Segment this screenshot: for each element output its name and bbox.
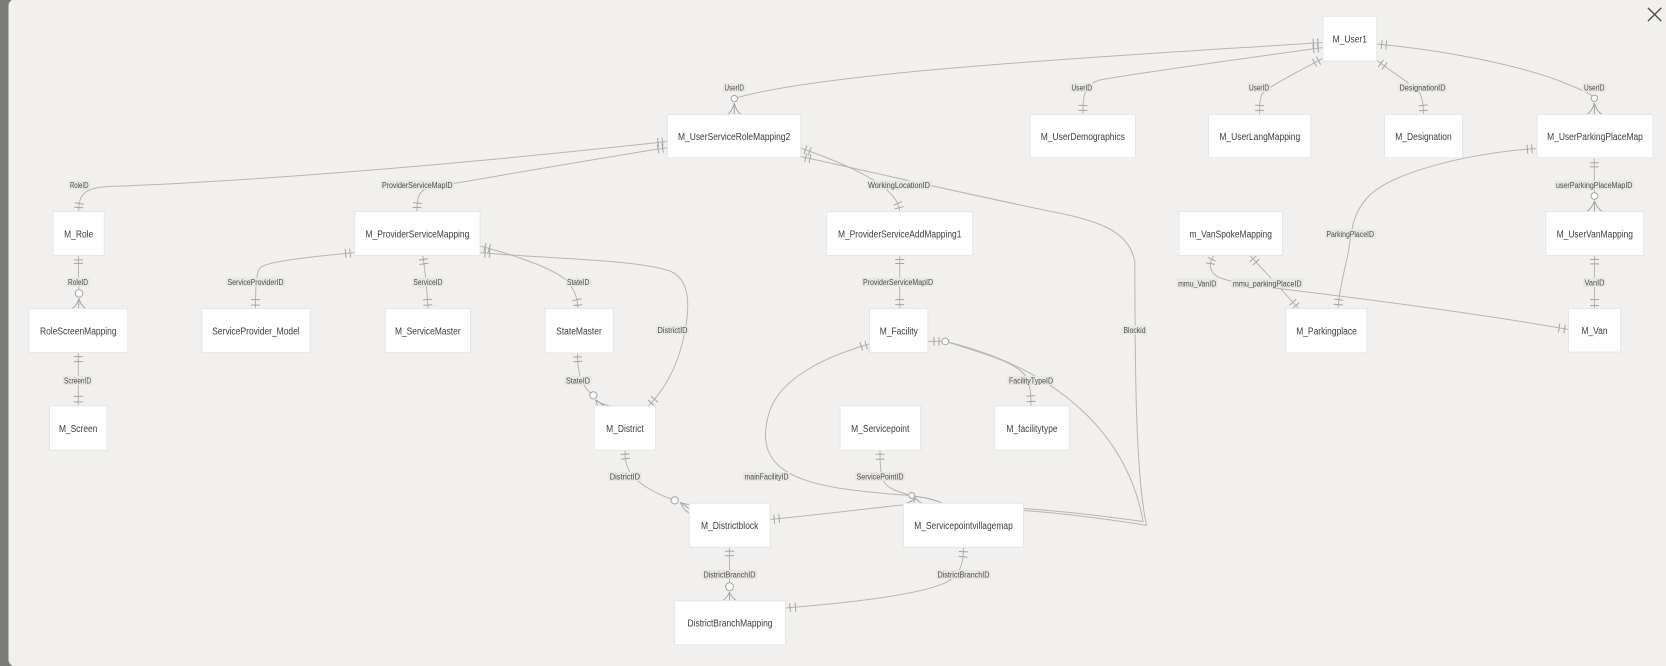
svg-text:ParkingPlaceID: ParkingPlaceID [1326, 230, 1374, 239]
svg-text:mmu_parkingPlaceID: mmu_parkingPlaceID [1233, 279, 1302, 288]
svg-text:DistrictBranchID: DistrictBranchID [704, 570, 756, 579]
svg-text:UserID: UserID [1249, 83, 1269, 92]
svg-text:M_Servicepoint: M_Servicepoint [851, 424, 909, 435]
svg-text:DistrictBranchMapping: DistrictBranchMapping [688, 619, 773, 630]
svg-text:UserID: UserID [1584, 83, 1605, 92]
svg-text:ProviderServiceMapID: ProviderServiceMapID [863, 278, 933, 287]
svg-text:M_Designation: M_Designation [1395, 132, 1451, 143]
svg-text:M_ServiceMaster: M_ServiceMaster [395, 327, 461, 338]
svg-text:DesignationID: DesignationID [1400, 83, 1446, 92]
svg-text:RoleScreenMapping: RoleScreenMapping [40, 327, 117, 338]
svg-text:M_Role: M_Role [64, 229, 93, 240]
svg-text:ServiceProvider_Model: ServiceProvider_Model [212, 327, 299, 338]
svg-text:M_Districtblock: M_Districtblock [701, 521, 759, 532]
svg-text:M_UserLangMapping: M_UserLangMapping [1219, 132, 1300, 143]
svg-text:M_UserServiceRoleMapping2: M_UserServiceRoleMapping2 [678, 132, 791, 143]
svg-text:M_UserParkingPlaceMap: M_UserParkingPlaceMap [1547, 132, 1643, 143]
svg-text:StateID: StateID [567, 278, 590, 287]
svg-text:M_Screen: M_Screen [59, 424, 98, 435]
svg-text:UserID: UserID [1072, 83, 1093, 92]
svg-text:ServicePointID: ServicePointID [857, 472, 904, 481]
svg-text:M_District: M_District [606, 424, 644, 435]
svg-text:m_VanSpokeMapping: m_VanSpokeMapping [1189, 229, 1272, 240]
svg-text:mainFacilityID: mainFacilityID [744, 472, 788, 481]
svg-text:UserID: UserID [724, 83, 744, 92]
svg-text:ServiceID: ServiceID [413, 278, 442, 287]
svg-text:FacilityTypeID: FacilityTypeID [1009, 376, 1053, 385]
svg-text:RoleID: RoleID [68, 278, 88, 287]
svg-text:Blockid: Blockid [1124, 326, 1146, 335]
svg-text:DistrictID: DistrictID [610, 472, 640, 481]
svg-text:mmu_VanID: mmu_VanID [1178, 279, 1216, 288]
svg-text:StateMaster: StateMaster [556, 327, 602, 338]
svg-text:VanID: VanID [1585, 278, 1605, 287]
svg-text:M_UserVanMapping: M_UserVanMapping [1557, 229, 1633, 240]
svg-text:ProviderServiceMapID: ProviderServiceMapID [382, 181, 453, 190]
svg-text:M_facilitytype: M_facilitytype [1006, 424, 1058, 435]
svg-text:M_ProviderServiceAddMapping1: M_ProviderServiceAddMapping1 [838, 230, 962, 241]
svg-text:M_ProviderServiceMapping: M_ProviderServiceMapping [366, 229, 470, 240]
svg-text:M_Servicepointvillagemap: M_Servicepointvillagemap [914, 521, 1013, 532]
svg-text:DistrictID: DistrictID [658, 326, 688, 335]
svg-text:M_UserDemographics: M_UserDemographics [1041, 132, 1125, 143]
svg-text:RoleID: RoleID [70, 181, 89, 190]
svg-text:DistrictBranchID: DistrictBranchID [938, 570, 990, 579]
svg-text:WorkingLocationID: WorkingLocationID [868, 181, 930, 190]
svg-text:M_Van: M_Van [1581, 326, 1607, 337]
svg-text:StateID: StateID [566, 376, 590, 385]
svg-text:M_Parkingplace: M_Parkingplace [1296, 327, 1357, 338]
svg-text:M_Facility: M_Facility [880, 327, 918, 338]
svg-text:ServiceProviderID: ServiceProviderID [228, 278, 284, 287]
svg-text:userParkingPlaceMapID: userParkingPlaceMapID [1556, 181, 1633, 190]
svg-text:ScreenID: ScreenID [64, 376, 91, 385]
svg-text:M_User1: M_User1 [1333, 35, 1368, 46]
